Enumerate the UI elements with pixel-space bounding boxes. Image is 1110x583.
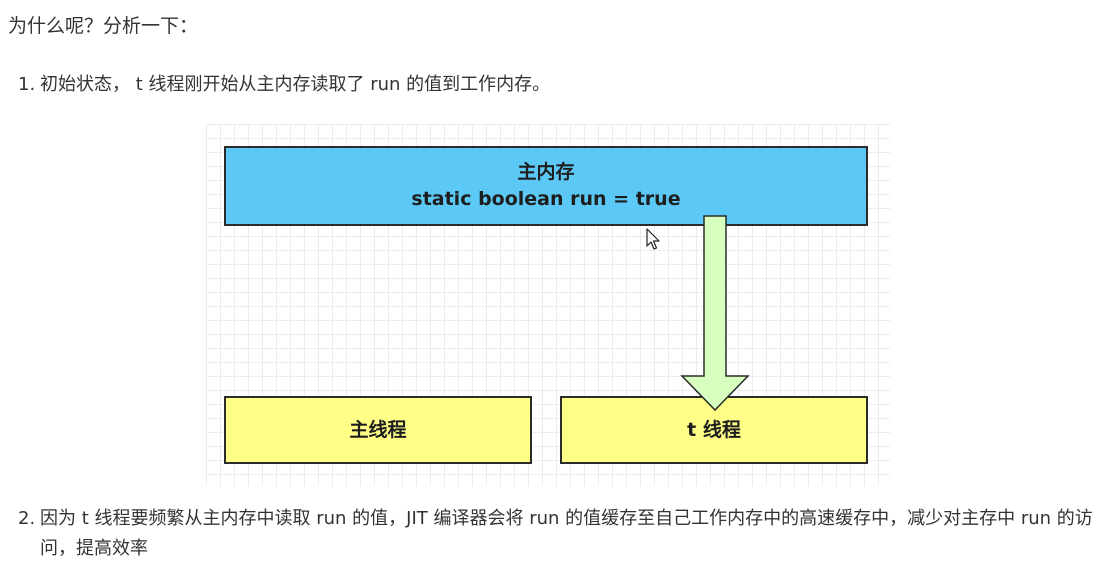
main-thread-box: 主线程 [224,396,532,464]
read-arrow [680,215,750,412]
mouse-cursor-icon [646,228,660,250]
main-thread-label: 主线程 [349,418,407,441]
list-item: 2.因为 t 线程要频繁从主内存中读取 run 的值，JIT 编译器会将 run… [18,504,1098,564]
section-heading: 为什么呢？分析一下： [8,15,199,37]
main-memory-code: static boolean run = true [411,188,681,210]
t-thread-label: t 线程 [687,418,741,441]
down-arrow-icon [680,215,750,412]
list-number: 2. [18,508,36,529]
memory-diagram: 主内存 static boolean run = true 主线程 t 线程 [206,124,890,486]
list-number: 1. [18,74,36,95]
main-memory-title: 主内存 [517,161,575,183]
list-text: 初始状态， t 线程刚开始从主内存读取了 run 的值到工作内存。 [40,74,551,95]
list-item: 1.初始状态， t 线程刚开始从主内存读取了 run 的值到工作内存。 [18,70,550,100]
list-text: 因为 t 线程要频繁从主内存中读取 run 的值，JIT 编译器会将 run 的… [40,508,1093,559]
main-memory-box: 主内存 static boolean run = true [224,146,868,226]
